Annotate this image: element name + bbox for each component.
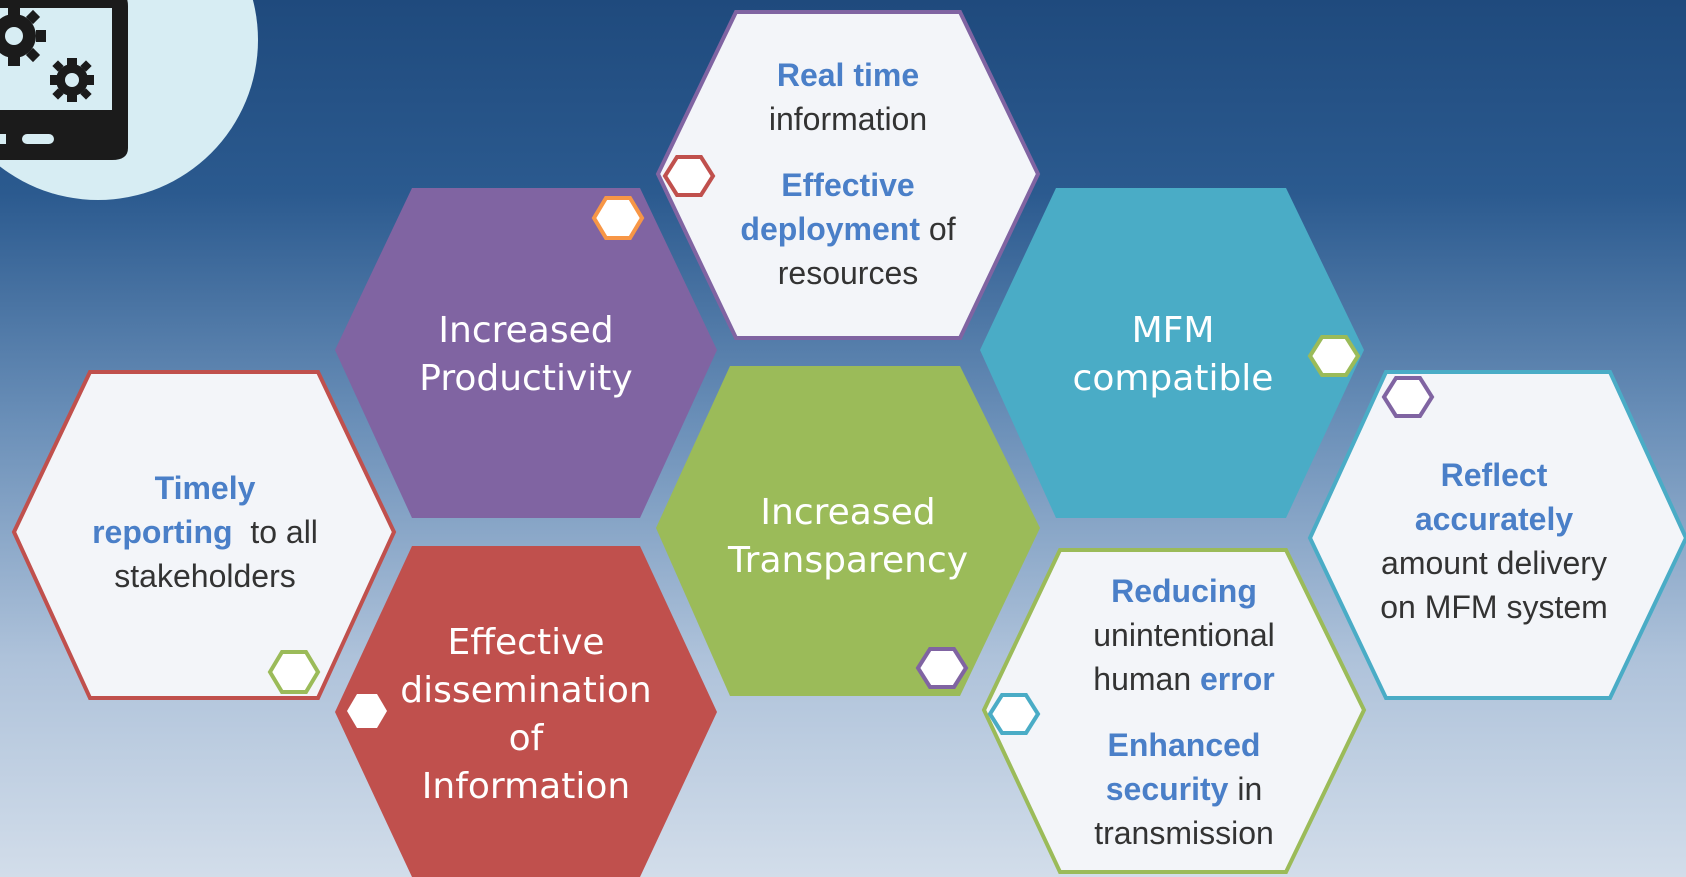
accent-hex-blue [987,693,1041,735]
timely-highlight-1: Timely [154,470,256,506]
mfm-text: MFM compatible [1050,300,1296,410]
accent-hex-purple-right [1381,376,1435,418]
reflect-rest-1: amount delivery [1381,545,1607,581]
dissemination-line2: dissemination [400,670,652,711]
transparency-text: Increased Transparency [712,482,984,592]
reducing-para1: Reducing unintentional human error [1093,569,1274,701]
hex-reflect [1307,370,1686,700]
accent-hex-orange [591,196,645,240]
timely-rest-2: stakeholders [114,558,296,594]
reflect-highlight-1: Reflect [1440,457,1548,493]
deployment-of: of [928,211,956,247]
accent-hex-green-top [1307,335,1361,377]
hex-mfm [980,188,1364,518]
mfm-line2: compatible [1072,358,1274,399]
realtime-rest: information [768,101,928,137]
reducing-highlight-2: error [1200,661,1275,697]
reflect-text: Reflect accurately amount delivery on MF… [1346,448,1642,634]
hex-dissemination [335,546,717,877]
hex-productivity [335,188,717,518]
mfm-line1: MFM [1131,310,1215,351]
dissemination-line4: Information [421,766,631,807]
accent-hex-purple-mid [915,647,969,689]
dissemination-line3: of [508,718,544,759]
reflect-highlight-2: accurately [1414,501,1574,537]
timely-highlight-2: reporting [92,514,233,550]
reducing-rest-2: human [1093,661,1192,697]
hex-timely [11,370,397,700]
deployment-resources: resources [777,255,919,291]
accent-hex-green-left [267,650,321,694]
timely-rest-1: to all [250,514,318,550]
hex-reducing [981,548,1367,874]
reducing-text: Reducing unintentional human error Enhan… [1034,556,1334,868]
security-para: Enhanced security in transmission [1094,723,1274,855]
hex-transparency [656,366,1040,696]
productivity-line1: Increased [438,310,614,351]
productivity-text: Increased Productivity [400,300,652,410]
security-rest-2: transmission [1094,815,1274,851]
reducing-highlight: Reducing [1111,573,1257,609]
timely-text: Timely reporting to all stakeholders [60,462,350,602]
accent-hex-white [347,694,387,728]
reducing-rest-1: unintentional [1093,617,1275,653]
security-highlight-2: security [1105,771,1229,807]
dissemination-line1: Effective [447,622,605,663]
productivity-line2: Productivity [419,358,633,399]
deployment-highlight-1: Effective [781,167,915,203]
security-rest-1: in [1237,771,1263,807]
transparency-line1: Increased [760,492,936,533]
security-highlight-1: Enhanced [1107,727,1261,763]
accent-hex-red [662,155,716,197]
realtime-para1: Real time information [769,53,927,141]
dissemination-text: Effective dissemination of Information [400,612,652,818]
realtime-text: Real time information Effective deployme… [700,40,996,308]
deployment-highlight-2: deployment [740,211,920,247]
realtime-highlight: Real time [776,57,920,93]
realtime-para2: Effective deployment of resources [740,163,955,295]
transparency-line2: Transparency [727,540,969,581]
hex-realtime [655,10,1041,340]
reflect-rest-2: on MFM system [1380,589,1608,625]
mobile-settings-icon [0,0,128,160]
